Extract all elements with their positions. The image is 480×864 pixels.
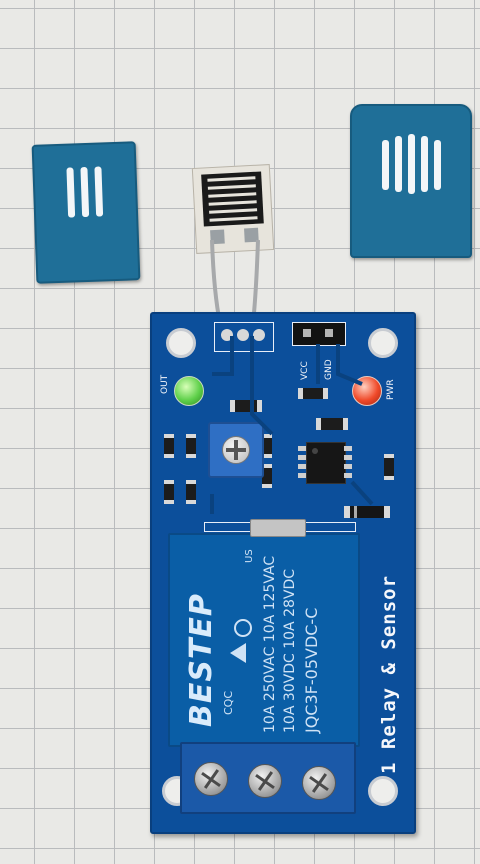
ic-pins-left: [298, 446, 306, 480]
terminal-screw-icon[interactable]: [194, 762, 228, 796]
warning-triangle-icon: [230, 643, 246, 663]
sensor-trace-graphic: [201, 171, 264, 245]
smd-resistor: [262, 434, 272, 458]
board-side-label: 1 Relay & Sensor: [378, 574, 400, 774]
screw-terminal-block: [180, 742, 356, 814]
relay-rating-line-2: 10A 30VDC 10A 28VDC: [282, 568, 298, 733]
out-led: [174, 376, 204, 406]
relay-rating-line-1: 10A 250VAC 10A 125VAC: [262, 555, 278, 733]
smd-resistor: [164, 480, 174, 504]
smd-resistor: [384, 454, 394, 480]
shield-slot: [382, 140, 389, 190]
shield-slot: [408, 134, 415, 194]
flyback-diode: [344, 506, 390, 518]
mounting-hole: [368, 776, 398, 806]
relay-brand: BESTEP: [184, 593, 219, 727]
shield-slot: [421, 136, 428, 192]
smd-resistor: [262, 464, 272, 488]
comparator-ic: [306, 442, 346, 484]
sensor-shield-right: [350, 104, 472, 258]
potentiometer[interactable]: [208, 422, 264, 478]
pcb-traces: [210, 336, 374, 514]
sensor-header: [214, 322, 274, 352]
relay-vent-icon: [234, 619, 252, 637]
shield-slot: [395, 136, 402, 192]
relay-coil-tab: [250, 519, 306, 537]
moisture-sensor-probe: [191, 164, 275, 254]
smd-resistor: [298, 388, 328, 399]
relay-module: BESTEP 10A 250VAC 10A 125VAC 10A 30VDC 1…: [168, 519, 360, 747]
smd-resistor: [186, 434, 196, 458]
potentiometer-knob-icon[interactable]: [222, 436, 250, 464]
mounting-hole: [368, 328, 398, 358]
relay-model: JQC3F-05VDC-C: [302, 607, 321, 733]
power-pin-header: [292, 322, 346, 346]
smd-resistor: [316, 418, 348, 430]
shield-slot: [434, 140, 441, 190]
mounting-hole: [166, 328, 196, 358]
ic-pins-right: [344, 446, 352, 480]
terminal-screw-icon[interactable]: [302, 766, 336, 800]
smd-resistor: [186, 480, 196, 504]
smd-resistor: [164, 434, 174, 458]
terminal-screw-icon[interactable]: [248, 764, 282, 798]
relay-cert-mark: CQC: [222, 690, 235, 715]
relay-us-mark: US: [244, 549, 255, 563]
